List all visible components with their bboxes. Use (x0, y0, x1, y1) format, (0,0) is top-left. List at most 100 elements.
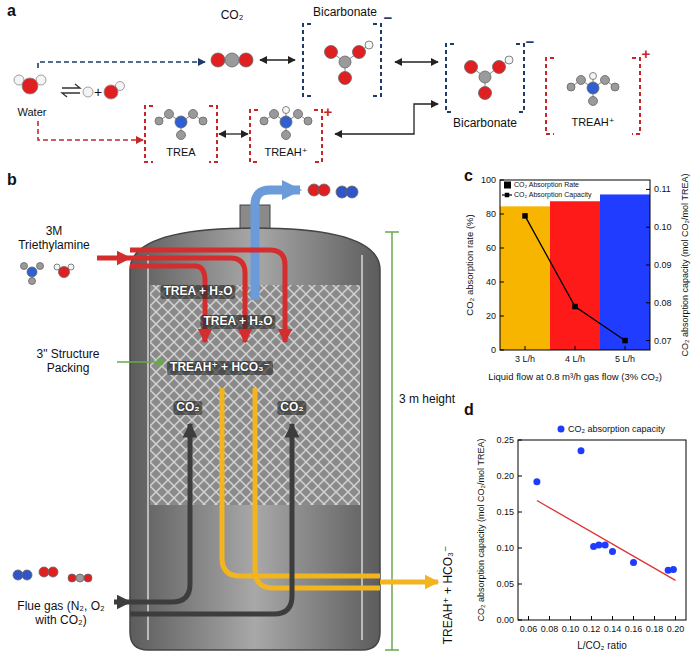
connector-arrow (219, 133, 248, 134)
flue-gas-molecules (68, 574, 76, 582)
node-text: TREAH⁺ (264, 146, 307, 159)
tick-mark (612, 616, 613, 620)
trea-molecule (155, 117, 163, 125)
tick-label: 40 (486, 277, 496, 287)
bicarbonate-molecule (365, 41, 373, 49)
ion-molecules (83, 82, 125, 100)
treah-molecule (567, 83, 575, 91)
tick-mark (525, 346, 526, 350)
legend-text: CO₂ absorption capacity (568, 424, 665, 434)
treah-molecule (590, 73, 597, 80)
legend-sample (505, 193, 510, 198)
flue-gas-molecules (84, 574, 92, 582)
bicarbonate-molecule (493, 61, 506, 74)
tick-mark (528, 616, 529, 620)
bicarbonate-molecule (339, 56, 351, 68)
flue-gas-molecules (76, 574, 84, 582)
bracket-group: Bicarbonate− (295, 2, 395, 98)
data-point (670, 566, 677, 573)
treah-molecule (589, 97, 598, 106)
treah-molecule (577, 76, 586, 85)
tick-mark (518, 512, 522, 513)
tick-mark (646, 227, 650, 228)
trea-molecule (199, 117, 207, 125)
inlet-molecules (21, 263, 28, 270)
bracket-group: TREA (143, 104, 219, 164)
tick-label: 0.08 (654, 298, 672, 308)
node-text: TREA + H₂O (160, 285, 235, 299)
connector-arrow (335, 104, 438, 134)
tick-label: 0.05 (496, 579, 514, 589)
tick-mark (500, 350, 504, 351)
treah-molecule (280, 116, 292, 128)
trea-molecule (189, 110, 198, 119)
connector-arrow (38, 121, 143, 140)
connector-arrow (395, 61, 438, 62)
bar (500, 206, 550, 350)
axis-title: CO₂ absorption capacity (mol CO₂/mol TRE… (476, 439, 486, 622)
solvent-flow-arrow (130, 258, 245, 342)
tick-label: 0.07 (654, 335, 672, 345)
molecule-node: CO₂ (205, 4, 260, 80)
equilibrium-arrow (62, 84, 80, 97)
rich-solvent-arrow (222, 388, 380, 588)
bicarbonate-molecule (465, 61, 478, 74)
inlet-molecules (21, 263, 75, 285)
chart-graphics (500, 180, 686, 620)
tick-mark (646, 340, 650, 341)
tick-mark (675, 616, 676, 620)
inlet-label: 3M Triethylamine (12, 222, 97, 292)
data-point (578, 447, 585, 454)
tick-mark (654, 616, 655, 620)
tick-mark (518, 440, 522, 441)
legend-text: CO₂ Absorption Capacity (514, 191, 591, 199)
bicarbonate-molecule (353, 46, 366, 59)
connector-arrow (97, 256, 130, 261)
treah-molecule (270, 110, 279, 119)
tick-label: 0.15 (496, 507, 514, 517)
bar (600, 194, 650, 350)
node-text: + (642, 45, 651, 62)
data-point (609, 548, 616, 555)
node-text: TREAH⁺ (571, 116, 614, 129)
bicarbonate-molecule (479, 87, 492, 100)
flue-gas-arrow (130, 424, 190, 602)
column-wall (147, 255, 149, 640)
ion-molecules (83, 87, 93, 97)
data-marker (522, 213, 528, 219)
connector-arrow (260, 59, 295, 60)
node-text: CO₂ (277, 401, 306, 415)
bicarbonate-molecule (465, 56, 514, 100)
tick-mark (575, 346, 576, 350)
trea-molecule (165, 110, 174, 119)
node-text: TREA (166, 146, 195, 159)
flue-gas-molecules (39, 567, 49, 577)
height-bracket (385, 232, 399, 650)
data-marker (572, 304, 578, 310)
axis-title: L/CO₂ ratio (577, 640, 626, 652)
tick-label: 0.06 (520, 624, 538, 634)
connector-arrow (380, 580, 438, 585)
flue-gas-molecules (13, 567, 92, 582)
tick-mark (518, 476, 522, 477)
co2-molecule (239, 53, 253, 67)
node-text: 3M Triethylamine (13, 225, 95, 253)
bicarbonate-molecule (505, 56, 513, 64)
bracket-outline (303, 24, 381, 96)
tick-mark (646, 189, 650, 190)
data-point (630, 559, 637, 566)
tick-label: 4 L/h (565, 354, 585, 364)
tick-mark (500, 248, 504, 249)
flue-gas-arrow (130, 424, 292, 614)
tick-label: 0 (491, 345, 496, 355)
panel-letter: d (464, 401, 474, 419)
tick-label: 0.00 (496, 615, 514, 625)
tick-label: 0.10 (496, 543, 514, 553)
inlet-molecules (27, 267, 37, 277)
data-point (533, 478, 540, 485)
flue-gas-molecules (48, 567, 58, 577)
treah-molecule (611, 83, 619, 91)
tick-label: 0.08 (541, 624, 559, 634)
node-text: CO₂ (221, 9, 244, 23)
